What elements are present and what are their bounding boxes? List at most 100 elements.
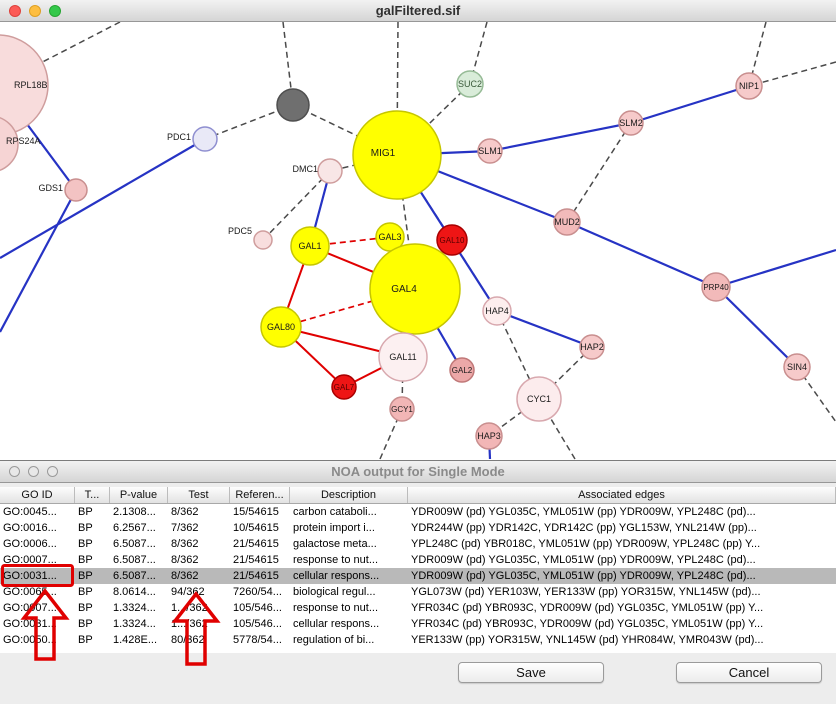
cell-t: BP xyxy=(78,570,93,582)
node-label-SLM2: SLM2 xyxy=(619,118,643,128)
network-node-dark[interactable] xyxy=(276,88,310,122)
cell-go: GO:0016... xyxy=(3,522,57,534)
network-node-PDC5[interactable] xyxy=(253,230,273,250)
column-header-1[interactable]: T... xyxy=(75,487,110,503)
network-node-RPL18B[interactable] xyxy=(0,34,49,136)
node-label-SUC2: SUC2 xyxy=(458,79,482,89)
network-node-PDC1[interactable] xyxy=(192,126,218,152)
cell-ref: 5778/54... xyxy=(233,634,282,646)
cancel-button[interactable]: Cancel xyxy=(676,662,822,683)
network-node-GAL10[interactable] xyxy=(436,224,468,256)
network-edge xyxy=(566,122,632,223)
cell-go: GO:0031... xyxy=(3,570,57,582)
network-node-MIG1[interactable] xyxy=(352,110,442,200)
noa-window-titlebar[interactable]: NOA output for Single Mode xyxy=(0,461,836,483)
node-label-NIP1: NIP1 xyxy=(739,81,759,91)
node-label-PDC1: PDC1 xyxy=(167,132,191,142)
cell-t: BP xyxy=(78,554,93,566)
cell-ref: 7260/54... xyxy=(233,586,282,598)
network-node-NIP1[interactable] xyxy=(735,72,763,100)
node-label-HAP4: HAP4 xyxy=(485,306,509,316)
network-node-MUD2[interactable] xyxy=(553,208,581,236)
network-edge xyxy=(538,398,576,460)
cell-assoc: YGL073W (pd) YER103W, YER133W (pp) YOR31… xyxy=(411,586,761,598)
minimize-button-inactive[interactable] xyxy=(28,466,39,477)
network-node-SLM1[interactable] xyxy=(477,138,503,164)
network-node-HAP4[interactable] xyxy=(482,296,512,326)
network-edge xyxy=(496,309,593,349)
node-label-RPL18B: RPL18B xyxy=(14,80,48,90)
network-window-titlebar[interactable]: galFiltered.sif xyxy=(0,0,836,22)
window-title: NOA output for Single Mode xyxy=(331,464,505,479)
node-label-PRP40: PRP40 xyxy=(703,283,729,292)
cell-assoc: YDR244W (pp) YDR142C, YDR142C (pp) YGL15… xyxy=(411,522,757,534)
cell-t: BP xyxy=(78,618,93,630)
network-node-PRP40[interactable] xyxy=(701,272,731,302)
minimize-button[interactable] xyxy=(29,5,41,17)
network-node-GAL1[interactable] xyxy=(290,226,330,266)
cell-t: BP xyxy=(78,506,93,518)
network-edge xyxy=(715,248,836,289)
network-node-GAL80[interactable] xyxy=(260,306,302,348)
cell-assoc: YER133W (pp) YOR315W, YNL145W (pd) YHR08… xyxy=(411,634,764,646)
network-node-GAL4[interactable] xyxy=(369,243,461,335)
save-button[interactable]: Save xyxy=(458,662,604,683)
network-node-DMC1[interactable] xyxy=(317,158,343,184)
column-header-5[interactable]: Description xyxy=(290,487,408,503)
network-node-GCY1[interactable] xyxy=(389,396,415,422)
cell-ref: 10/54615 xyxy=(233,522,279,534)
column-header-4[interactable]: Referen... xyxy=(230,487,290,503)
cell-ref: 15/54615 xyxy=(233,506,279,518)
cell-test: 80/362 xyxy=(171,634,205,646)
zoom-button[interactable] xyxy=(49,5,61,17)
network-node-GAL11[interactable] xyxy=(378,332,428,382)
network-canvas[interactable]: RPL18BRPS24AGDS1PDC1DMC1MIG1SUC2SLM1SLM2… xyxy=(0,22,836,460)
zoom-button-inactive[interactable] xyxy=(47,466,58,477)
network-node-RPS24A[interactable] xyxy=(0,116,19,172)
cell-desc: biological regul... xyxy=(293,586,376,598)
cell-go: GO:0065... xyxy=(3,586,57,598)
cell-desc: galactose meta... xyxy=(293,538,377,550)
close-button-inactive[interactable] xyxy=(9,466,20,477)
cell-t: BP xyxy=(78,602,93,614)
column-header-2[interactable]: P-value xyxy=(110,487,168,503)
window-title: galFiltered.sif xyxy=(375,3,461,18)
cell-assoc: YDR009W (pd) YGL035C, YML051W (pp) YDR00… xyxy=(411,570,756,582)
cell-desc: carbon cataboli... xyxy=(293,506,377,518)
cell-test: 8/362 xyxy=(171,506,199,518)
window-controls xyxy=(9,5,61,17)
network-edge xyxy=(489,121,632,153)
cell-go: GO:0050... xyxy=(3,634,57,646)
network-node-SIN4[interactable] xyxy=(783,353,811,381)
column-header-3[interactable]: Test xyxy=(168,487,230,503)
close-button[interactable] xyxy=(9,5,21,17)
network-node-CYC1[interactable] xyxy=(516,376,562,422)
cell-go: GO:0007... xyxy=(3,602,57,614)
network-node-SUC2[interactable] xyxy=(456,70,484,98)
cell-ref: 21/54615 xyxy=(233,570,279,582)
network-node-SLM2[interactable] xyxy=(618,110,644,136)
column-header-6[interactable]: Associated edges xyxy=(408,487,836,503)
column-header-0[interactable]: GO ID xyxy=(0,487,75,503)
network-node-HAP3[interactable] xyxy=(475,422,503,450)
cell-desc: response to nut... xyxy=(293,602,378,614)
network-node-GAL2[interactable] xyxy=(449,357,475,383)
network-node-GDS1[interactable] xyxy=(64,178,88,202)
cell-desc: response to nut... xyxy=(293,554,378,566)
network-node-GAL7[interactable] xyxy=(331,374,357,400)
network-node-HAP2[interactable] xyxy=(579,334,605,360)
cell-assoc: YDR009W (pd) YGL035C, YML051W (pp) YDR00… xyxy=(411,506,756,518)
cell-test: 8/362 xyxy=(171,570,199,582)
